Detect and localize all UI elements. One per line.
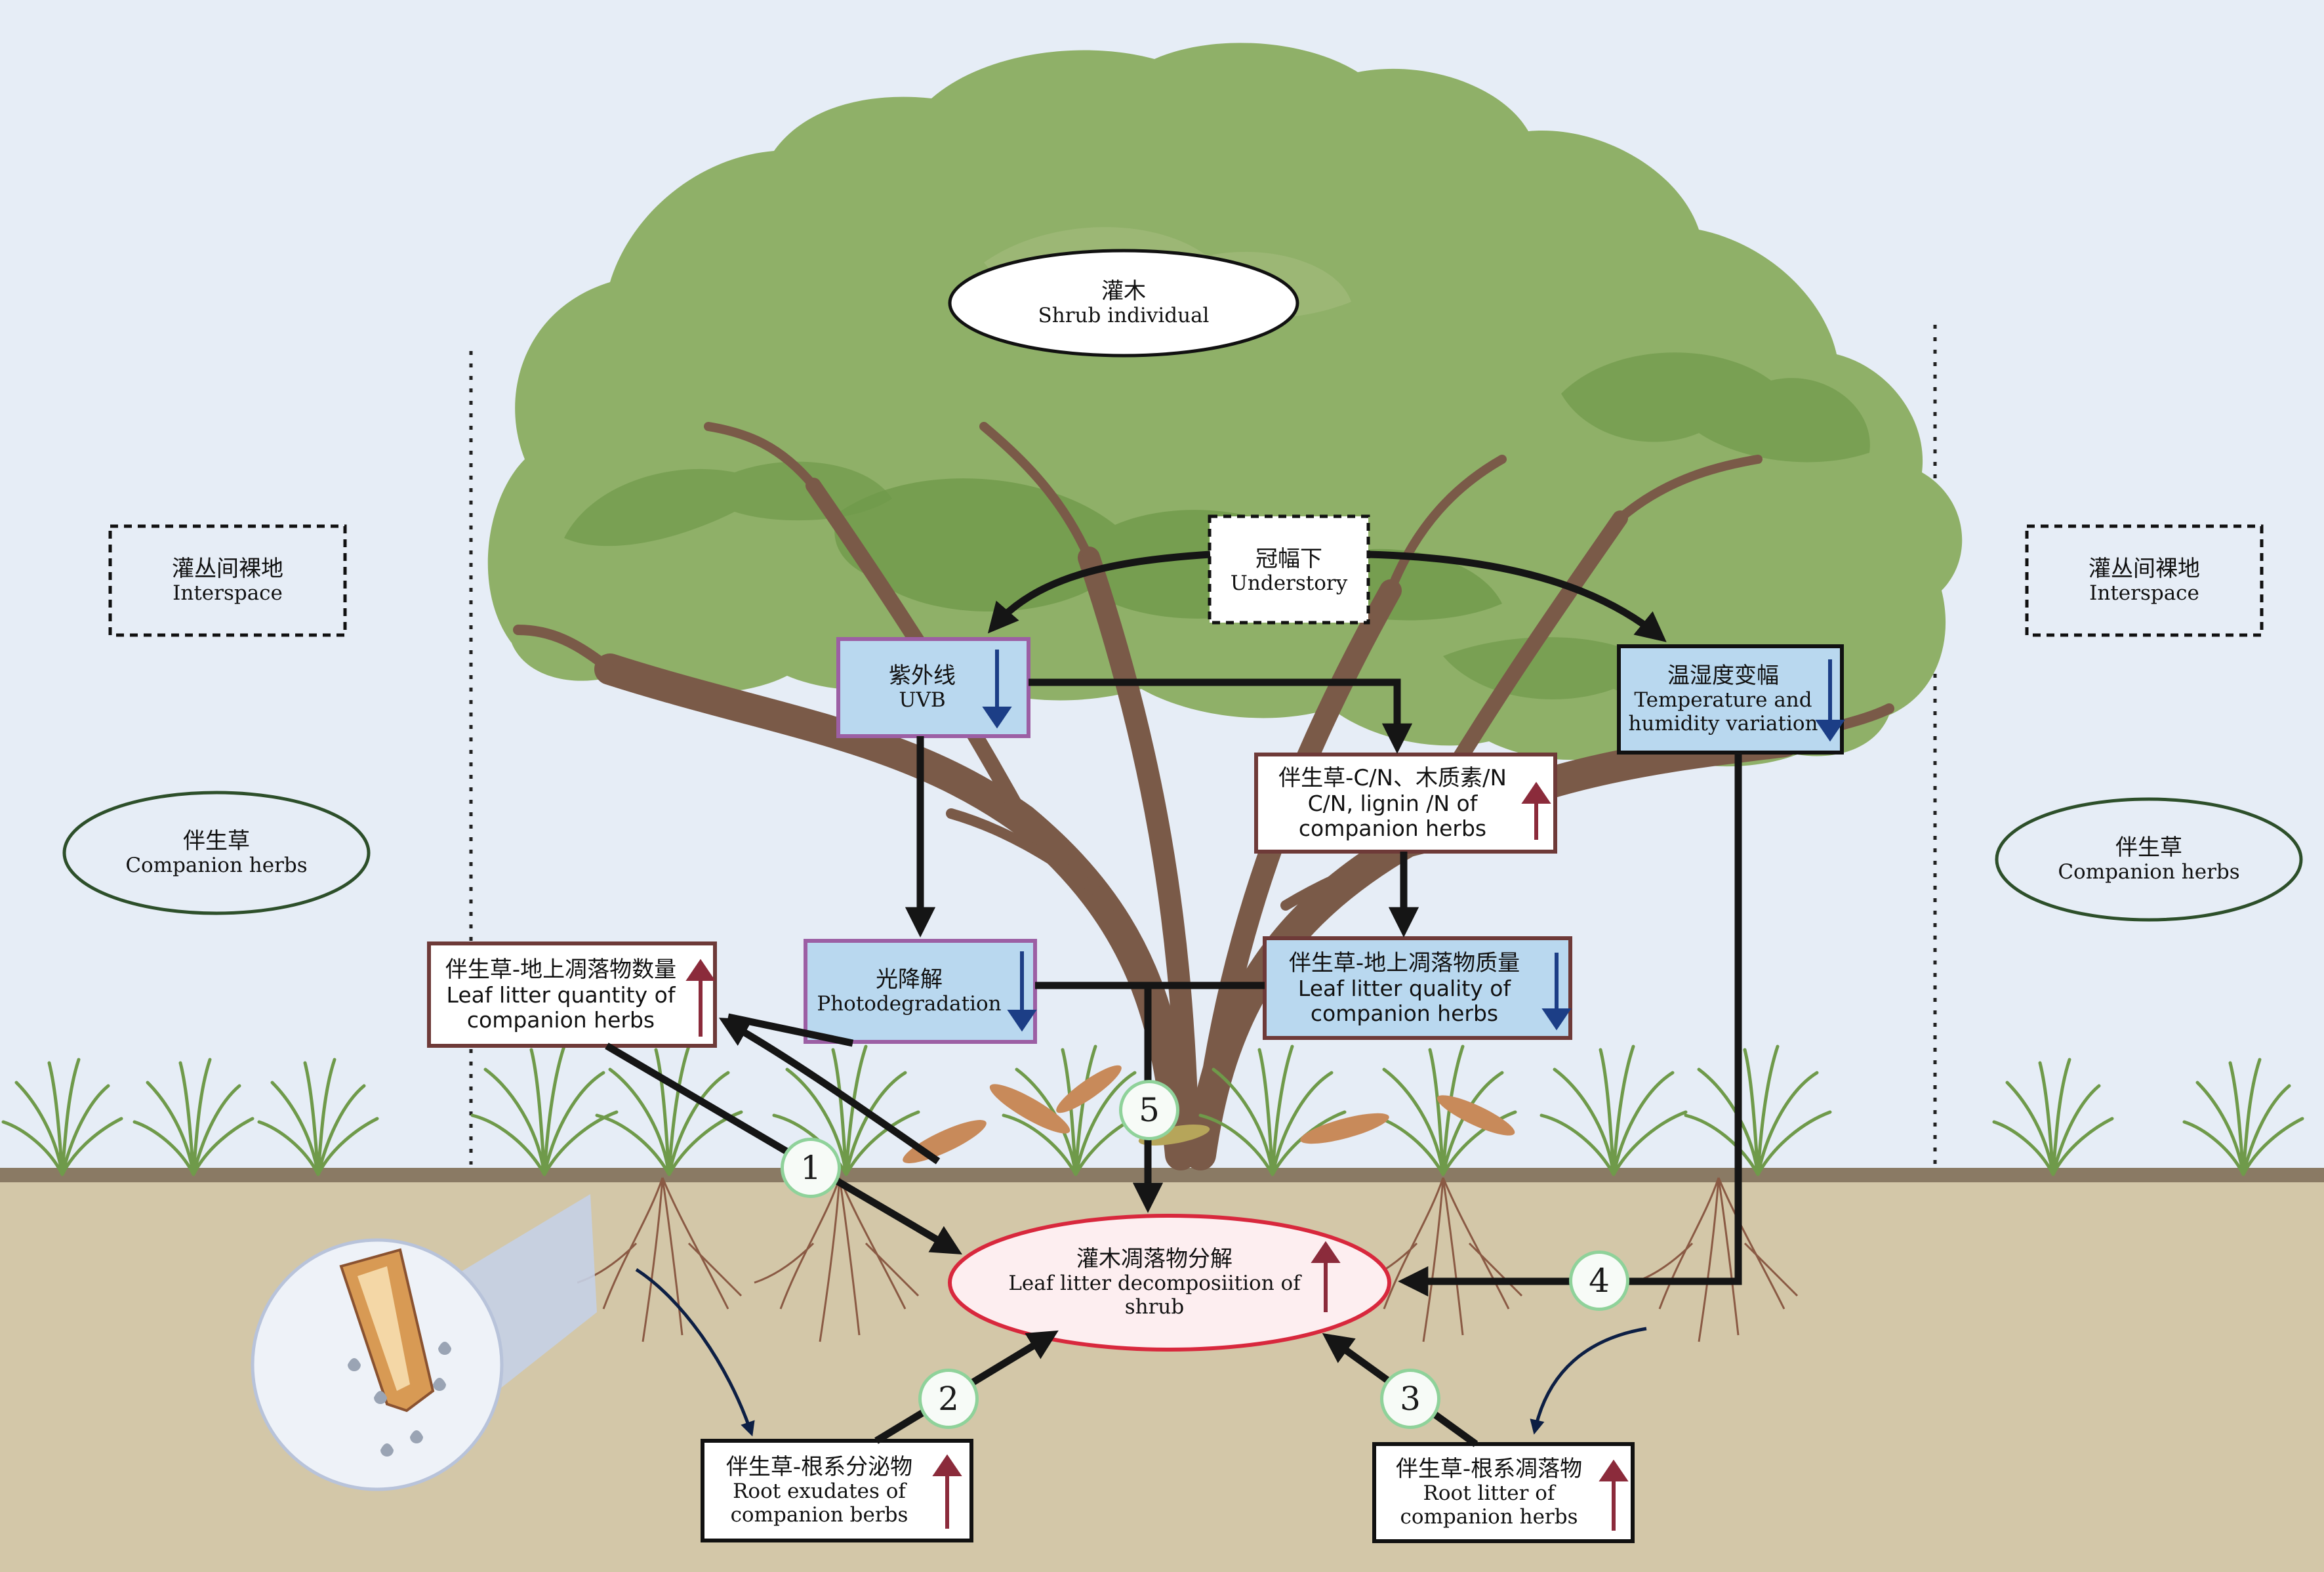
herb-roots (577, 1177, 1799, 1342)
root-exudates-zh: 伴生草-根系分泌物 (725, 1453, 913, 1480)
root-litter-en1: Root litter of (1423, 1481, 1555, 1505)
quantity-trend-up-icon (685, 959, 716, 1037)
decomposition-ellipse (948, 1214, 1391, 1352)
rootlitter-trend-up-icon (1599, 1459, 1629, 1531)
cn-lignin-en2: companion herbs (1298, 815, 1487, 841)
temp-humidity-label: 温湿度变幅 Temperature and humidity variation (1621, 648, 1825, 751)
herbs-left-zh: 伴生草 (183, 827, 250, 854)
cn-lignin-zh: 伴生草-C/N、木质素/N (1278, 764, 1507, 791)
herbs-label-right: 伴生草 Companion herbs (2005, 820, 2293, 899)
temp-humidity-zh: 温湿度变幅 (1667, 662, 1779, 689)
shrub-ellipse (948, 249, 1299, 358)
photodegradation-en: Photodegradation (817, 991, 1002, 1016)
understory-label-en: Understory (1230, 571, 1348, 595)
litter-quality-en2: companion herbs (1310, 1000, 1499, 1026)
pathway-number-3: 3 (1380, 1369, 1440, 1429)
pathway-number-1: 1 (781, 1138, 841, 1198)
interspace-left-en: Interspace (173, 581, 283, 605)
trend-arrows (685, 650, 1845, 1531)
litter-quality-box (1263, 936, 1572, 1040)
herbs-right-zh: 伴生草 (2115, 834, 2182, 861)
decomposition-en1: Leaf litter decomposiition of (1008, 1271, 1301, 1295)
litter-quantity-box (427, 941, 717, 1048)
herbs-ellipse-left (62, 791, 371, 915)
root-exudates-label: 伴生草-根系分泌物 Root exudates of companion ber… (704, 1443, 934, 1539)
cn-lignin-box (1254, 753, 1557, 854)
quality-trend-down-icon (1541, 953, 1572, 1031)
photodegradation-label: 光降解 Photodegradation (807, 943, 1011, 1040)
root-litter-arrow (1530, 1327, 1647, 1435)
pathway-number-5: 5 (1119, 1080, 1179, 1140)
interspace-box-left (108, 524, 347, 637)
shrub-label: 灌木 Shrub individual (958, 266, 1290, 341)
interspace-label-left: 灌丛间裸地 Interspace (112, 531, 344, 630)
pathway-number-4: 4 (1569, 1251, 1629, 1311)
shrub-label-en: Shrub individual (1038, 304, 1210, 328)
pathway-number-2: 2 (918, 1369, 979, 1429)
herbs-ellipse-right (1995, 797, 2303, 922)
herbs-left-en: Companion herbs (125, 853, 308, 877)
temp-trend-down-icon (1815, 659, 1845, 742)
temp-humidity-en2: humidity variation (1628, 711, 1818, 735)
litter-quantity-en2: companion herbs (466, 1006, 655, 1033)
photodegradation-zh: 光降解 (876, 966, 943, 993)
root-litter-zh: 伴生草-根系凋落物 (1395, 1455, 1583, 1482)
root-exudates-en2: companion berbs (730, 1502, 908, 1527)
decomposition-zh: 灌木凋落物分解 (1076, 1245, 1233, 1272)
herbs-right-en: Companion herbs (2058, 859, 2240, 884)
cn-lignin-label: 伴生草-C/N、木质素/N C/N, lignin /N of companio… (1258, 756, 1527, 850)
understory-box (1208, 514, 1370, 625)
interspace-label-right: 灌丛间裸地 Interspace (2028, 531, 2260, 630)
temp-humidity-box (1617, 644, 1844, 755)
uvb-label: 紫外线 UVB (840, 641, 1004, 734)
interspace-right-en: Interspace (2089, 581, 2199, 605)
root-litter-label: 伴生草-根系凋落物 Root litter of companion herbs (1376, 1446, 1602, 1539)
shrub-branches (513, 422, 1894, 1170)
photodegradation-box (804, 939, 1037, 1044)
understory-label-zh: 冠幅下 (1255, 545, 1322, 572)
litter-quality-en1: Leaf litter quality of (1297, 975, 1511, 1001)
root-tip-magnifier (251, 1194, 597, 1491)
decomposition-en2: shrub (1124, 1294, 1185, 1319)
decomposition-label: 灌木凋落物分解 Leaf litter decomposiition of sh… (984, 1233, 1325, 1332)
herbs-label-left: 伴生草 Companion herbs (72, 814, 361, 892)
uvb-zh: 紫外线 (889, 662, 956, 689)
understory-label: 冠幅下 Understory (1211, 525, 1367, 617)
temp-humidity-en1: Temperature and (1634, 688, 1812, 712)
photo-trend-down-icon (1007, 951, 1037, 1032)
interspace-box-right (2025, 524, 2264, 637)
uvb-en: UVB (899, 688, 946, 712)
litter-quality-label: 伴生草-地上凋落物质量 Leaf litter quality of compa… (1267, 940, 1542, 1036)
shrub-label-zh: 灌木 (1101, 278, 1146, 305)
root-litter-en2: companion herbs (1400, 1504, 1578, 1529)
decomp-trend-up-icon (1311, 1241, 1341, 1312)
interspace-right-zh: 灌丛间裸地 (2089, 555, 2200, 582)
uvb-trend-down-icon (982, 650, 1012, 729)
litter-quantity-zh: 伴生草-地上凋落物数量 (445, 956, 677, 983)
litter-quantity-en1: Leaf litter quantity of (446, 982, 676, 1008)
cn-lignin-en1: C/N, lignin /N of (1307, 790, 1478, 816)
root-litter-box (1372, 1442, 1635, 1543)
root-exudates-box (701, 1439, 973, 1542)
interspace-left-zh: 灌丛间裸地 (172, 555, 283, 582)
litter-quantity-label: 伴生草-地上凋落物数量 Leaf litter quantity of comp… (431, 945, 691, 1044)
root-exudate-arrow (635, 1268, 755, 1437)
root-exudates-en1: Root exudates of (733, 1479, 906, 1503)
litter-quality-zh: 伴生草-地上凋落物质量 (1288, 949, 1520, 976)
cn-trend-up-icon (1521, 781, 1551, 840)
ground-line (0, 1168, 2324, 1182)
exudates-trend-up-icon (932, 1454, 962, 1529)
